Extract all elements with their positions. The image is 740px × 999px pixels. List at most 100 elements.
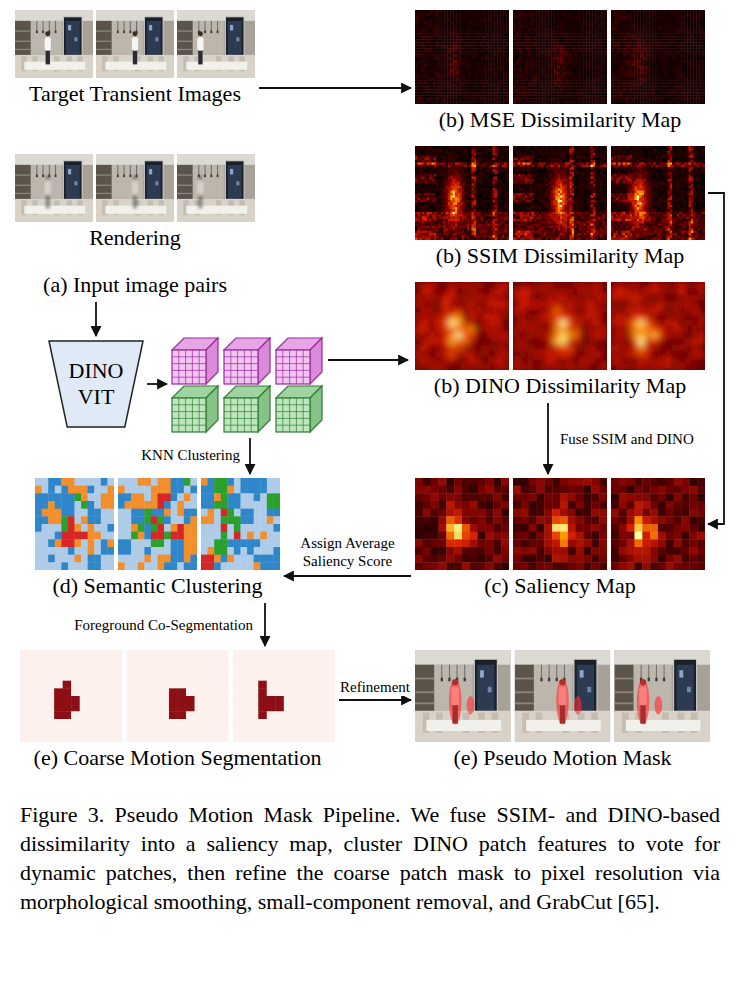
map-cell	[513, 28, 516, 31]
map-cell	[477, 60, 480, 63]
scene-shape	[177, 193, 193, 194]
map-cell	[474, 45, 477, 48]
map-cell	[444, 66, 447, 69]
map-cell	[477, 57, 480, 60]
map-cell	[528, 36, 531, 39]
map-cell	[503, 89, 506, 92]
map-cell	[575, 42, 578, 45]
map-cell	[427, 51, 430, 54]
map-cell	[424, 69, 427, 72]
map-cell	[548, 19, 551, 22]
scene-shape	[177, 10, 255, 78]
map-cell	[506, 31, 509, 34]
map-cell	[522, 60, 525, 63]
map-cell	[491, 45, 494, 48]
map-cell	[474, 60, 477, 63]
scene-shape	[96, 21, 112, 56]
map-cell	[439, 86, 442, 89]
map-cell	[506, 95, 509, 98]
map-cell	[557, 78, 560, 81]
map-cell	[566, 22, 569, 25]
map-cell	[548, 34, 551, 37]
map-cell	[592, 66, 595, 69]
map-cell	[522, 51, 525, 54]
map-cell	[430, 51, 433, 54]
map-cell	[584, 13, 587, 16]
map-cell	[491, 16, 494, 19]
map-cell	[488, 10, 491, 13]
map-cell	[539, 63, 542, 66]
map-cell	[415, 63, 418, 66]
map-cell	[519, 16, 522, 19]
map-cell	[474, 92, 477, 95]
map-cell	[569, 16, 572, 19]
map-cell	[548, 42, 551, 45]
map-cell	[534, 25, 537, 28]
map-cell	[447, 83, 450, 86]
scene-shape	[15, 55, 93, 78]
map-cell	[421, 78, 424, 81]
map-cell	[453, 92, 456, 95]
map-cell	[500, 72, 503, 75]
map-cell	[548, 22, 551, 25]
map-cell	[427, 34, 430, 37]
map-cell	[444, 10, 447, 13]
map-cell	[516, 57, 519, 60]
map-cell	[480, 81, 483, 84]
map-cell	[447, 39, 450, 42]
map-cell	[534, 51, 537, 54]
lamp-cord	[136, 165, 137, 175]
map-cell	[586, 34, 589, 37]
map-cell	[494, 63, 497, 66]
map-cell	[601, 54, 604, 57]
map-cell	[503, 92, 506, 95]
map-cell	[491, 39, 494, 42]
map-cell	[604, 22, 607, 25]
map-cell	[494, 75, 497, 78]
map-cell	[468, 81, 471, 84]
map-cell	[598, 28, 601, 31]
map-cell	[566, 45, 569, 48]
scene-shape	[177, 21, 193, 56]
map-cell	[486, 25, 489, 28]
scene-shape	[42, 174, 44, 177]
map-cell	[441, 78, 444, 81]
map-cell	[436, 36, 439, 39]
map-cell	[557, 16, 560, 19]
map-cell	[447, 54, 450, 57]
scene-shape	[112, 21, 143, 55]
map-cell	[500, 51, 503, 54]
map-cell	[528, 10, 531, 13]
map-cell	[480, 16, 483, 19]
map-cell	[539, 10, 542, 13]
map-cell	[497, 19, 500, 22]
map-cell	[418, 75, 421, 78]
map-cell	[456, 83, 459, 86]
map-cell	[531, 45, 534, 48]
map-cell	[456, 51, 459, 54]
scene-shape	[210, 174, 212, 177]
map-cell	[444, 63, 447, 66]
map-cell	[542, 48, 545, 51]
map-cell	[453, 31, 456, 34]
map-cell	[494, 89, 497, 92]
map-cell	[436, 16, 439, 19]
map-cell	[560, 69, 563, 72]
map-cell	[604, 75, 607, 78]
map-cell	[575, 22, 578, 25]
scene-shape	[15, 10, 93, 78]
map-cell	[595, 75, 598, 78]
map-cell	[551, 19, 554, 22]
map-cell	[522, 25, 525, 28]
map-cell	[486, 19, 489, 22]
map-cell	[513, 19, 516, 22]
map-cell	[424, 60, 427, 63]
map-cell	[462, 10, 465, 13]
map-cell	[436, 34, 439, 37]
map-cell	[418, 48, 421, 51]
map-cell	[503, 86, 506, 89]
map-cell	[569, 45, 572, 48]
map-cell	[584, 45, 587, 48]
map-cell	[415, 31, 418, 34]
scene-shape	[230, 169, 233, 174]
